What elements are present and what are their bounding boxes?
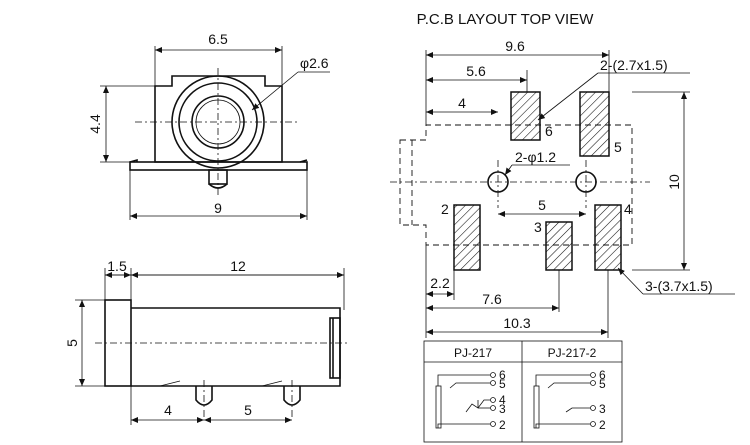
right-pin-2: 2 bbox=[599, 418, 606, 432]
base-label: 9 bbox=[214, 200, 222, 216]
front-view: 6.5 φ2.6 4.4 9 bbox=[87, 31, 330, 220]
pcb-d76-label: 7.6 bbox=[482, 291, 502, 307]
diameter-label: φ2.6 bbox=[300, 55, 329, 71]
pin2-label: 2 bbox=[441, 201, 449, 217]
pcb-width-label: 9.6 bbox=[505, 38, 525, 54]
left-pin-2: 2 bbox=[499, 418, 506, 432]
pcb-layout: P.C.B LAYOUT TOP VIEW 9.6 5.6 4 2-(2.7x1… bbox=[390, 11, 735, 338]
pin-offset-label: 4 bbox=[164, 402, 172, 418]
pcb-height-label: 10 bbox=[666, 174, 682, 190]
side-view: 1.5 12 5 4 5 bbox=[64, 258, 350, 425]
height-label: 4.4 bbox=[87, 114, 103, 134]
large-pad-label: 3-(3.7x1.5) bbox=[645, 278, 713, 294]
length-label: 12 bbox=[230, 258, 246, 274]
left-pin-5: 5 bbox=[499, 377, 506, 391]
schematic-pj217-2: 6 5 3 2 bbox=[533, 368, 606, 432]
left-pin-6: 6 bbox=[499, 368, 506, 382]
schematic-right-title: PJ-217-2 bbox=[548, 346, 597, 360]
small-pad-label: 2-(2.7x1.5) bbox=[600, 57, 668, 73]
pcb-d103-label: 10.3 bbox=[503, 315, 530, 331]
pin-gap-label: 5 bbox=[244, 402, 252, 418]
pin4-label: 4 bbox=[624, 201, 632, 217]
right-pin-6: 6 bbox=[599, 368, 606, 382]
right-pin-5: 5 bbox=[599, 377, 606, 391]
schematic-pj217: 6 5 4 3 2 bbox=[435, 368, 506, 432]
left-pin-3: 3 bbox=[499, 402, 506, 416]
schematic-table: PJ-217 PJ-217-2 6 5 4 3 2 bbox=[423, 340, 623, 443]
schematic-left-title: PJ-217 bbox=[454, 346, 492, 360]
pcb-d22-label: 2.2 bbox=[430, 275, 450, 291]
pcb-title: P.C.B LAYOUT TOP VIEW bbox=[417, 11, 595, 28]
left-pin-4: 4 bbox=[499, 393, 506, 407]
pcb-d56-label: 5.6 bbox=[466, 63, 486, 79]
pin6-label: 6 bbox=[545, 123, 553, 139]
pcb-d5-label: 5 bbox=[538, 197, 546, 213]
pin3-label: 3 bbox=[534, 219, 542, 235]
right-pin-3: 3 bbox=[599, 402, 606, 416]
pin5-label: 5 bbox=[614, 139, 622, 155]
side-height-label: 5 bbox=[64, 339, 80, 347]
width-label: 6.5 bbox=[208, 31, 228, 47]
pcb-d4-label: 4 bbox=[458, 95, 466, 111]
front-depth-label: 1.5 bbox=[107, 258, 127, 274]
holes-label: 2-φ1.2 bbox=[515, 149, 556, 165]
